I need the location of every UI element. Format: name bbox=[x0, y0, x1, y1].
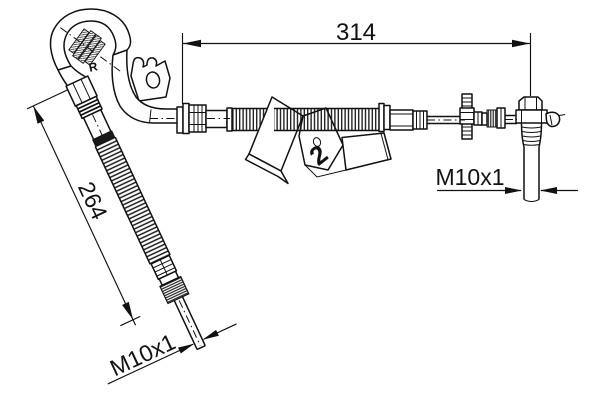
bracket-hole bbox=[145, 71, 161, 89]
dimension-line-264 bbox=[32, 105, 137, 326]
rubber-grommet bbox=[60, 27, 122, 73]
end-fitting bbox=[515, 96, 566, 202]
right-hose-fittings bbox=[378, 93, 517, 140]
arrowhead-icon bbox=[505, 187, 522, 194]
fitting-hex-cap bbox=[518, 96, 543, 111]
fitting-body bbox=[515, 109, 548, 124]
hole-bracket bbox=[130, 56, 171, 102]
arrowhead-left-icon bbox=[183, 39, 201, 48]
drop-pipe bbox=[523, 147, 540, 200]
arrowhead-icon bbox=[540, 187, 557, 194]
thread-right-label: M10x1 bbox=[435, 164, 504, 190]
dim-314-label: 314 bbox=[336, 19, 376, 46]
hook-tube bbox=[49, 8, 180, 124]
threaded-cone bbox=[520, 122, 543, 148]
dimension-314 bbox=[181, 33, 532, 104]
hose-end-body bbox=[389, 109, 414, 131]
arrowhead-right-icon bbox=[512, 39, 530, 48]
union-fitting bbox=[176, 102, 233, 135]
arrowhead-bottom-icon bbox=[122, 301, 134, 320]
bleeder-valve bbox=[545, 111, 561, 128]
knurled-nut bbox=[159, 275, 190, 305]
arrowhead-icon bbox=[178, 343, 195, 354]
thread-left-label: M10x1 bbox=[106, 328, 180, 381]
bracket-small-hole bbox=[312, 137, 322, 147]
thin-pipe bbox=[427, 115, 462, 125]
bracket-folded-lip bbox=[244, 153, 289, 185]
dimension-thread-right bbox=[437, 187, 578, 194]
sleeve-end-cap bbox=[226, 107, 233, 132]
flexible-hose bbox=[65, 75, 206, 351]
dim-264-label: 264 bbox=[73, 178, 113, 224]
extension-line-bottom bbox=[120, 315, 141, 327]
arrowhead-icon bbox=[202, 329, 219, 340]
threaded-end-pipe bbox=[173, 296, 206, 351]
hose-corrugation bbox=[95, 137, 171, 265]
arrowhead-top-icon bbox=[33, 105, 45, 124]
bracket-wing bbox=[341, 132, 392, 171]
pipe-centerlines bbox=[150, 118, 517, 121]
protective-sleeve-right bbox=[274, 107, 379, 132]
hose-clip bbox=[459, 93, 475, 140]
hose-print-mark: R bbox=[87, 59, 99, 75]
sleeve-flange bbox=[383, 104, 391, 131]
thread-left-leader-a bbox=[107, 343, 194, 385]
